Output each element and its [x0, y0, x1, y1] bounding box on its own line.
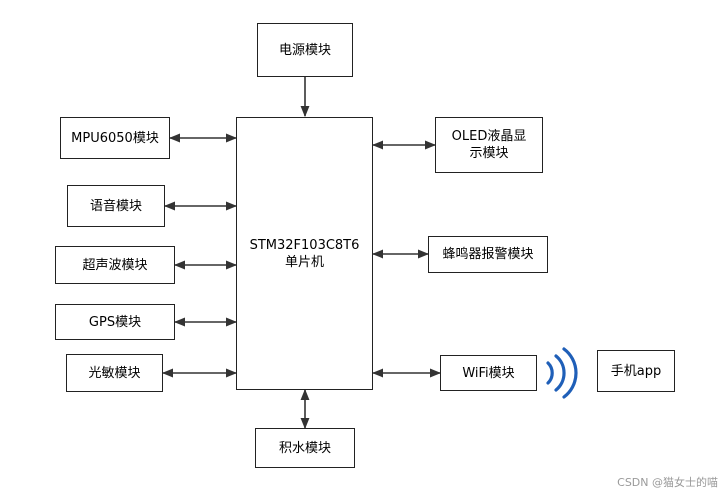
watermark: CSDN @猫女士的喵	[617, 476, 718, 489]
power-module-box: 电源模块	[257, 23, 353, 77]
oled-label-line2: 示模块	[469, 146, 509, 161]
voice-module-label: 语音模块	[89, 198, 142, 214]
gps-module-box: GPS模块	[55, 304, 175, 340]
wireless-signal-icon	[546, 347, 578, 399]
water-module-box: 积水模块	[255, 428, 355, 468]
wifi-module-label: WiFi模块	[462, 365, 515, 381]
voice-module-box: 语音模块	[67, 185, 165, 227]
buzzer-module-label: 蜂鸣器报警模块	[442, 247, 534, 262]
water-module-label: 积水模块	[278, 440, 331, 456]
light-module-label: 光敏模块	[88, 365, 141, 381]
mcu-label-line2: 单片机	[284, 254, 324, 270]
power-module-label: 电源模块	[278, 42, 331, 58]
mcu-box: STM32F103C8T6 单片机	[236, 117, 373, 390]
light-module-box: 光敏模块	[66, 354, 163, 392]
oled-label-line1: OLED液晶显	[451, 129, 527, 144]
ultrasonic-module-box: 超声波模块	[55, 246, 175, 284]
ultrasonic-module-label: 超声波模块	[82, 257, 148, 273]
mpu6050-module-box: MPU6050模块	[60, 117, 170, 159]
gps-module-label: GPS模块	[88, 314, 142, 330]
oled-module-box: OLED液晶显 示模块	[435, 117, 543, 173]
mcu-label-line1: STM32F103C8T6	[249, 237, 360, 253]
mpu6050-module-label: MPU6050模块	[71, 130, 159, 146]
buzzer-module-box: 蜂鸣器报警模块	[428, 236, 548, 273]
wifi-module-box: WiFi模块	[440, 355, 537, 391]
phone-app-label: 手机app	[610, 363, 662, 379]
phone-app-box: 手机app	[597, 350, 675, 392]
